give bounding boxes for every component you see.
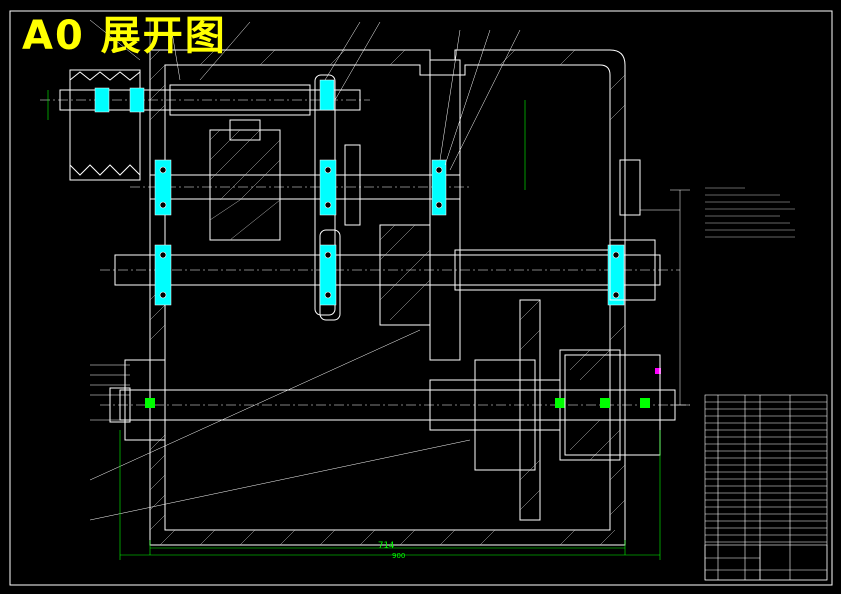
dimension-lines-white [640,189,690,406]
parts-list-table [704,394,828,581]
shafts [59,84,676,431]
sub-dimension: 900 [392,552,406,560]
dimension-lines [47,90,661,560]
gearbox-housing [149,49,626,546]
center-lines [40,99,690,406]
right-cover [564,159,661,456]
overall-width-dimension: 714 [378,541,395,551]
left-output-assembly [109,359,166,441]
bearings [94,79,625,306]
sheet-border [9,10,833,586]
gears [209,119,621,521]
bearing-inner-marks [159,166,620,299]
drawing-title: A0 展开图 [22,13,227,59]
pulley [69,69,141,181]
technical-notes [705,187,795,238]
leader-lines [89,19,521,521]
magenta-marker [655,368,661,374]
green-bearing-marks [145,398,650,408]
